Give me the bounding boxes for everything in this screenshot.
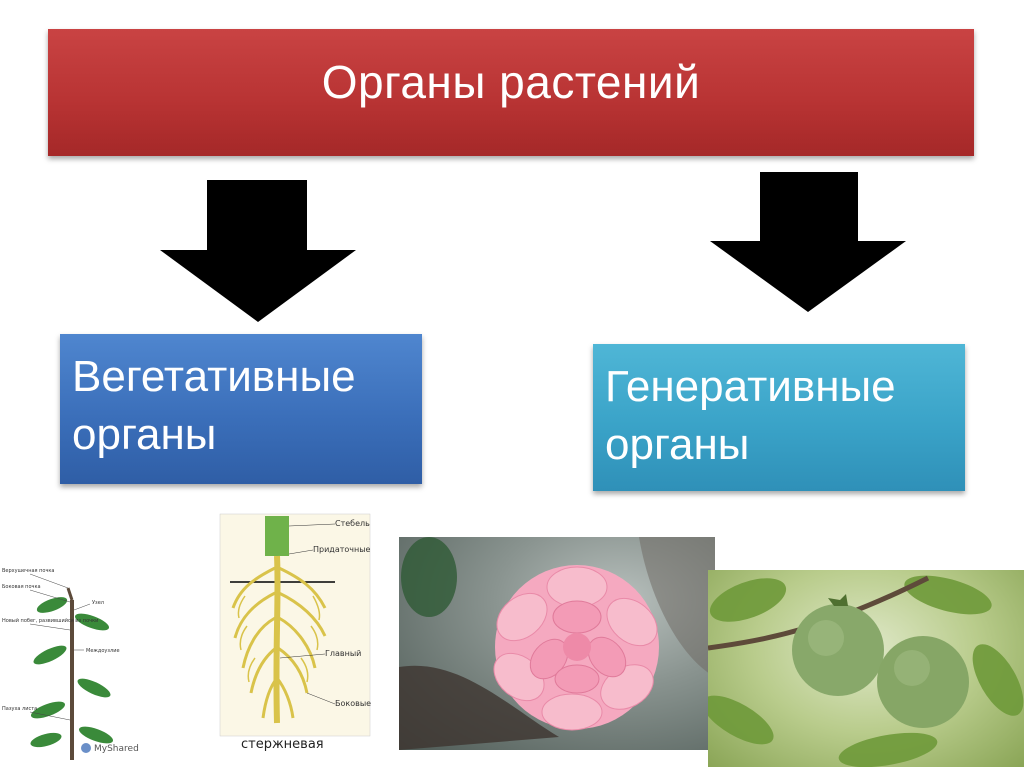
watermark-text: MyShared (94, 744, 139, 754)
vegetative-line1: Вегетативные (72, 352, 356, 401)
page-title: Органы растений (321, 55, 701, 108)
shoot-label-lateral-bud: Боковая почка (2, 584, 41, 590)
shoot-label-internode: Междоузлие (86, 648, 120, 654)
generative-line2: органы (605, 420, 750, 469)
shoot-label-new-shoot: Новый побег, развившийся из почки (2, 617, 98, 624)
vegetative-line2: органы (72, 410, 217, 459)
shoot-diagram: Верхушечная почка Боковая почка Узел Нов… (0, 560, 140, 767)
shoot-label-node: Узел (92, 600, 104, 606)
flower-photo (399, 537, 715, 750)
title-bar: Органы растений (48, 29, 974, 156)
generative-organs-box: Генеративные органы (593, 344, 965, 491)
root-caption: стержневая (241, 737, 324, 752)
shoot-label-leaf-axil: Пазуха листа (2, 706, 37, 712)
generative-line1: Генеративные (605, 362, 896, 411)
root-diagram: Стебель Придаточные Главный Боковые стер… (185, 508, 385, 767)
vegetative-organs-box: Вегетативные органы (60, 334, 422, 484)
arrow-down-left-icon (160, 180, 356, 322)
root-label-lateral: Боковые (335, 699, 371, 708)
root-label-main: Главный (325, 649, 361, 658)
arrow-down-right-icon (710, 172, 906, 312)
fruit-photo (708, 570, 1024, 767)
shoot-label-apical-bud: Верхушечная почка (2, 568, 55, 574)
root-label-adventitious: Придаточные (313, 545, 371, 554)
root-label-stem: Стебель (335, 519, 370, 528)
